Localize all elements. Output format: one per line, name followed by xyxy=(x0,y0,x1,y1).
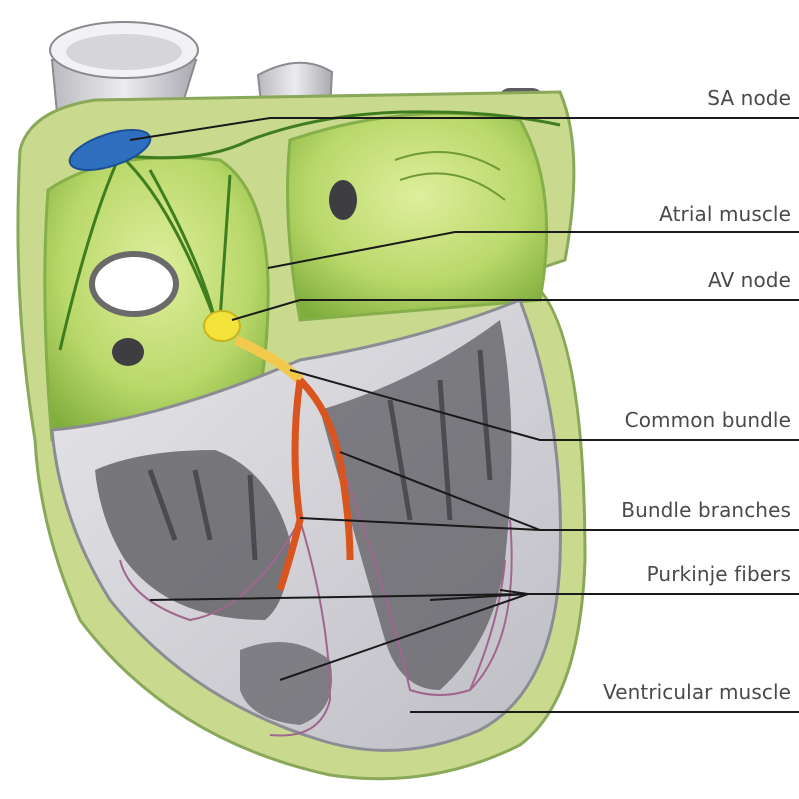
label-ventricular-muscle: Ventricular muscle xyxy=(603,680,791,704)
label-sa-node: SA node xyxy=(707,86,791,110)
label-av-node: AV node xyxy=(708,268,791,292)
label-bundle-branches: Bundle branches xyxy=(621,498,791,522)
label-atrial-muscle: Atrial muscle xyxy=(659,202,791,226)
label-common-bundle: Common bundle xyxy=(625,408,791,432)
label-purkinje-fibers: Purkinje fibers xyxy=(647,562,791,586)
av-node-structure xyxy=(204,311,240,341)
